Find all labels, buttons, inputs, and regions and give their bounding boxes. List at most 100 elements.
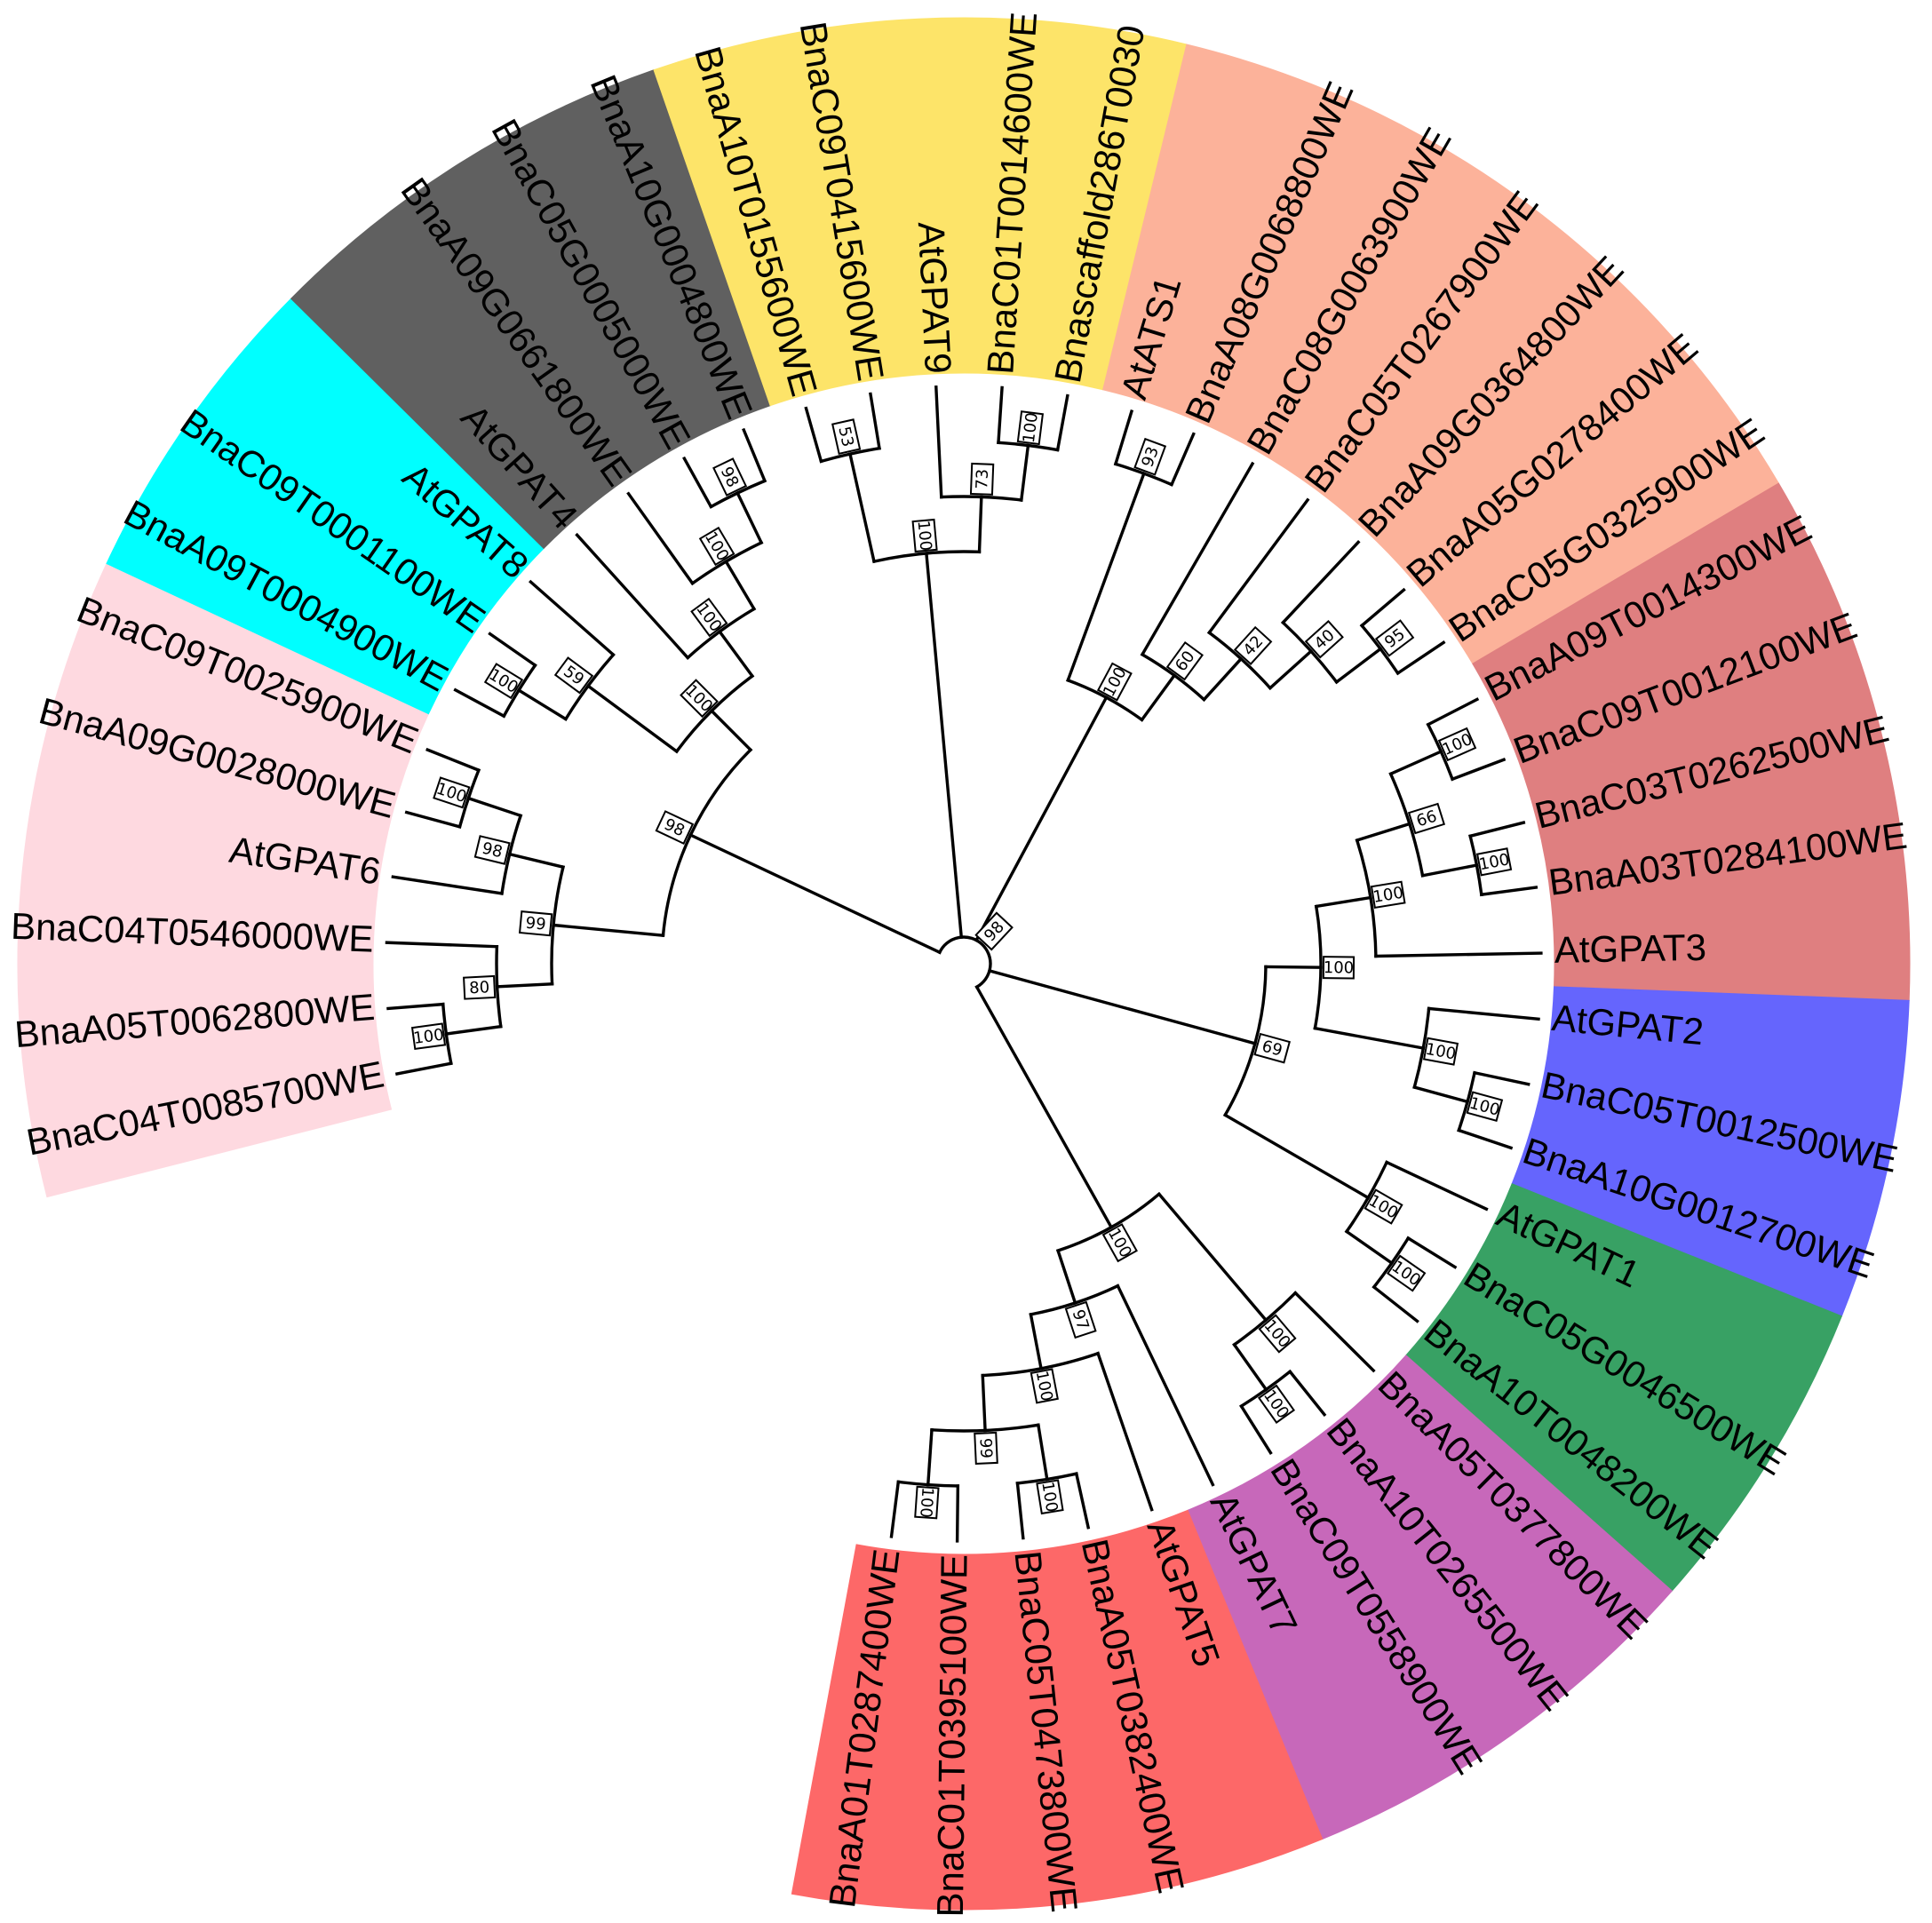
branch-line (804, 406, 823, 464)
svg-text:73: 73 (973, 469, 992, 490)
branch-line (1359, 587, 1406, 628)
branch-line (1206, 497, 1310, 635)
bootstrap-value: 80 (463, 974, 497, 1000)
branch-line (1264, 965, 1323, 969)
branch-line (1395, 640, 1446, 676)
branch-line (1287, 1369, 1327, 1418)
bootstrap-value: 100 (1322, 956, 1356, 980)
branch-line (889, 1480, 901, 1538)
branch-line (934, 385, 943, 499)
branch-line (997, 385, 1004, 445)
branch-line (1239, 1403, 1273, 1455)
branch-line (1292, 1291, 1376, 1373)
branch-line (1313, 1026, 1426, 1051)
branch-arc (1029, 1283, 1120, 1316)
branch-line (1473, 1070, 1530, 1086)
branch-line (974, 984, 1114, 1230)
branch-line (974, 695, 1109, 942)
branch-line (1222, 1112, 1371, 1200)
branch-line (682, 456, 713, 509)
bootstrap-value: 100 (433, 776, 471, 809)
branch-arc (550, 865, 565, 986)
branch-line (385, 941, 499, 949)
branch-line (688, 832, 942, 955)
branch-line (717, 629, 755, 679)
branch-line (1116, 1283, 1215, 1487)
branch-arc (495, 944, 503, 1029)
leaf-label: AtGPAT3 (1554, 926, 1706, 971)
svg-text:100: 100 (1020, 411, 1042, 444)
branch-line (1169, 432, 1196, 487)
branch-line (386, 1002, 445, 1011)
bootstrap-value: 66 (1407, 802, 1446, 835)
branch-line (391, 875, 504, 895)
branch-arc (1412, 1006, 1431, 1090)
branch-line (529, 579, 616, 657)
bootstrap-value: 100 (1370, 880, 1406, 910)
bootstrap-value: 73 (969, 462, 995, 496)
branch-arc (930, 1423, 1040, 1433)
bootstrap-value: 100 (1475, 847, 1513, 877)
branch-line (925, 552, 964, 939)
svg-text:100: 100 (914, 520, 935, 552)
bootstrap-value: 93 (1133, 437, 1167, 476)
branch-arc (690, 540, 764, 586)
branch-arc (1344, 1160, 1389, 1234)
bootstrap-value: 100 (1437, 727, 1477, 762)
branch-line (466, 796, 523, 818)
branch-arc (937, 935, 992, 989)
branch-line (425, 747, 481, 773)
bootstrap-value: 98 (655, 810, 695, 845)
svg-text:80: 80 (469, 978, 490, 997)
branch-line (516, 687, 568, 721)
branch-line (1355, 822, 1411, 843)
branch-line (1202, 656, 1244, 702)
branch-line (1019, 443, 1030, 502)
branch-arc (939, 495, 1023, 502)
branch-line (1074, 1472, 1091, 1530)
branch-line (1113, 409, 1134, 466)
clade-sector (17, 562, 430, 1198)
branch-arc (981, 1351, 1101, 1378)
bootstrap-value: 100 (1036, 1479, 1064, 1515)
bootstrap-value: 100 (1466, 1091, 1504, 1122)
branch-line (552, 923, 665, 938)
branch-line (724, 559, 757, 611)
branch-arc (1355, 838, 1378, 958)
branch-arc (685, 607, 757, 660)
svg-text:98: 98 (481, 839, 505, 862)
branch-line (926, 1427, 934, 1487)
leaf-label: AtGPAT9 (910, 221, 959, 375)
branch-line (1457, 1128, 1514, 1150)
bootstrap-value: 99 (974, 1431, 998, 1466)
branch-line (977, 495, 983, 554)
branch-line (1405, 1236, 1458, 1269)
svg-text:53: 53 (834, 425, 856, 449)
svg-text:100: 100 (916, 1487, 936, 1519)
clade-sector (1405, 1183, 1842, 1592)
branch-line (444, 1024, 503, 1036)
branch-arc (1313, 904, 1323, 1030)
bootstrap-value: 99 (518, 910, 553, 937)
branch-line (453, 687, 506, 719)
branch-line (1055, 1248, 1077, 1306)
branch-line (869, 392, 881, 450)
branch-line (1468, 821, 1526, 838)
branch-line (1374, 951, 1543, 958)
branch-line (987, 968, 1257, 1045)
branch-line (847, 452, 877, 564)
clade-sector (653, 17, 1188, 407)
clade-sector (106, 298, 545, 715)
bootstrap-value: 100 (410, 1022, 447, 1051)
branch-line (1140, 672, 1177, 722)
branch-line (404, 810, 462, 829)
branch-arc (1055, 1191, 1162, 1253)
branch-line (585, 683, 680, 754)
branch-arc (1206, 630, 1273, 690)
branch-line (735, 490, 764, 545)
branch-line (1344, 1229, 1395, 1266)
branch-line (1140, 461, 1255, 657)
clade-sector (290, 69, 771, 550)
branch-arc (1222, 965, 1268, 1117)
